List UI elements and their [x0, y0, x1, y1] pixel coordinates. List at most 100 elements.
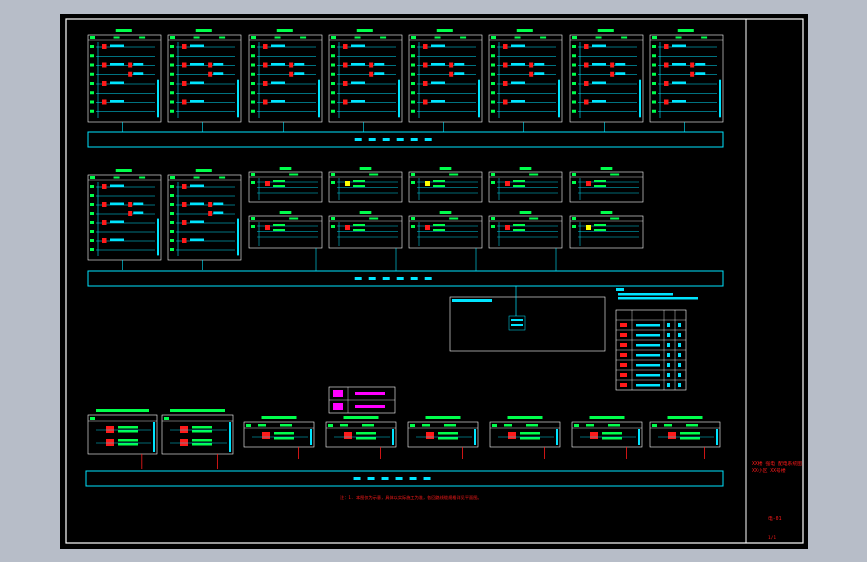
distribution-board: [569, 29, 644, 132]
circuit-no-mark: [90, 63, 94, 67]
board-col-mark: [113, 176, 120, 179]
breaker-symbol: [128, 211, 133, 216]
magenta-symbol: [333, 390, 343, 397]
bus-bar-label-mark: [410, 138, 418, 141]
breaker-symbol: [128, 202, 133, 207]
board-col-mark: [460, 36, 467, 39]
breaker-symbol: [664, 81, 669, 86]
circuit-text-mark: [110, 238, 124, 241]
legend-desc-mark: [636, 364, 660, 367]
circuit-text-mark: [271, 63, 285, 66]
circuit-text-mark: [511, 81, 525, 84]
breaker-symbol: [182, 44, 187, 49]
circuit-text-mark: [695, 72, 706, 75]
circuit-text-mark: [433, 224, 445, 226]
breaker-symbol: [449, 71, 454, 77]
circuit-text-mark: [602, 432, 622, 435]
sub-board: [248, 167, 323, 203]
board-outline: [328, 34, 403, 123]
breaker-symbol: [610, 71, 615, 77]
board-outline: [569, 171, 644, 203]
circuit-text-mark: [513, 229, 525, 231]
board-outline: [649, 421, 721, 448]
circuit-no-mark: [331, 181, 335, 184]
side-text-mark: [157, 218, 159, 256]
legend-desc-mark: [636, 334, 660, 337]
circuit-text-mark: [118, 439, 138, 442]
circuit-text-mark: [672, 63, 686, 66]
symbol-legend: [615, 288, 698, 391]
circuit-text-mark: [190, 44, 204, 47]
bus-bar-label-mark: [396, 138, 404, 141]
circuit-text-mark: [615, 63, 626, 66]
legend-desc-mark: [636, 384, 660, 387]
lower-board: [649, 416, 721, 459]
legend-qty-mark: [667, 323, 670, 327]
board-id-mark: [331, 173, 335, 176]
circuit-text-mark: [433, 185, 445, 187]
circuit-text-mark: [110, 44, 124, 47]
side-text-mark: [157, 79, 159, 118]
legend-symbol: [620, 383, 627, 387]
breaker-symbol: [102, 81, 107, 86]
side-text-mark: [237, 218, 239, 256]
circuit-no-mark: [90, 54, 94, 58]
lower-board: [243, 416, 315, 459]
board-id-mark: [164, 417, 169, 420]
bus-bar-label-mark: [424, 138, 432, 141]
legend-qty-mark: [667, 333, 670, 337]
board-id-mark: [170, 36, 175, 39]
circuit-no-mark: [491, 72, 495, 76]
circuit-text-mark: [454, 63, 465, 66]
board-id-mark: [170, 176, 175, 179]
circuit-no-mark: [652, 82, 656, 85]
board-col-mark: [586, 424, 594, 427]
board-id-mark: [90, 176, 95, 179]
sub-board: [488, 211, 563, 249]
circuit-no-mark: [491, 82, 495, 85]
lower-board: [325, 416, 397, 459]
circuit-no-mark: [491, 91, 495, 95]
board-outline: [87, 414, 158, 455]
circuit-no-mark: [90, 230, 94, 233]
circuit-no-mark: [170, 239, 174, 242]
legend-symbol: [620, 333, 627, 337]
legend-desc-mark: [636, 324, 660, 327]
board-title-mark: [597, 29, 614, 32]
board-outline: [489, 421, 561, 448]
board-outline: [488, 34, 563, 123]
breaker-symbol: [182, 81, 187, 86]
board-title-mark: [96, 409, 149, 412]
breaker-symbol: [106, 439, 114, 446]
board-outline: [87, 34, 162, 123]
breaker-symbol: [423, 62, 428, 68]
side-text-mark: [392, 429, 394, 445]
circuit-text-mark: [353, 224, 365, 226]
breaker-symbol: [503, 81, 508, 86]
board-title-mark: [356, 29, 373, 32]
breaker-symbol: [208, 202, 213, 207]
circuit-text-mark: [672, 81, 686, 84]
circuit-no-mark: [251, 225, 255, 228]
distribution-board: [167, 29, 242, 132]
circuit-text-mark: [672, 44, 686, 47]
circuit-no-mark: [411, 100, 415, 104]
lower-board: [489, 416, 561, 459]
circuit-no-mark: [652, 72, 656, 76]
board-id-mark: [251, 217, 255, 220]
circuit-no-mark: [170, 109, 174, 113]
board-col-mark: [504, 424, 512, 427]
board-col-mark: [139, 36, 146, 39]
side-text-mark: [639, 79, 641, 118]
board-col-mark: [608, 424, 620, 427]
legend-unit-mark: [678, 343, 681, 347]
lower-board: [87, 409, 158, 469]
drawing-note: 注：1. 本图仅为示意，具体以实际施工为准，各回路线缆规格详见平面图。: [340, 494, 482, 501]
circuit-text-mark: [273, 224, 285, 226]
circuit-no-mark: [170, 54, 174, 58]
circuit-text-mark: [615, 72, 626, 75]
distribution-board: [649, 29, 724, 132]
side-text-mark: [318, 79, 320, 118]
circuit-no-mark: [90, 239, 94, 242]
